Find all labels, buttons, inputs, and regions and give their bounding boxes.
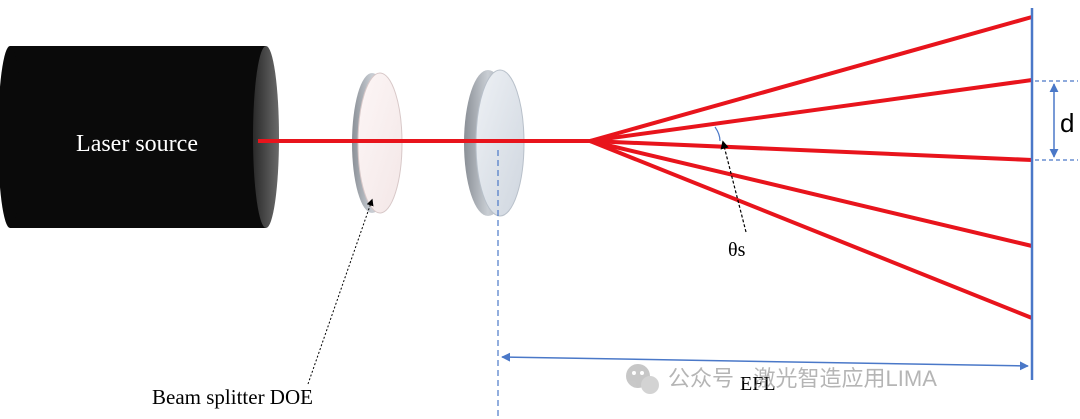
laser-source: Laser source bbox=[0, 46, 279, 228]
diffracted-beam bbox=[589, 15, 1033, 143]
angle-label: θs bbox=[728, 239, 746, 261]
angle-annotation: θs bbox=[714, 126, 747, 261]
spacing-label: d bbox=[1060, 108, 1074, 138]
diffracted-beam bbox=[589, 139, 1033, 162]
efl-dimension: EFL bbox=[497, 150, 1029, 416]
spacing-dimension: d bbox=[1035, 80, 1078, 161]
beam-splitter-label: Beam splitter DOE bbox=[152, 385, 313, 409]
watermark: 公众号 · 激光智造应用LIMA bbox=[626, 364, 937, 394]
beam-splitter-pointer bbox=[307, 198, 374, 385]
diffracted-beam bbox=[589, 139, 1033, 248]
laser-source-label: Laser source bbox=[76, 131, 198, 157]
efl-label: EFL bbox=[740, 373, 776, 395]
diffracted-beam bbox=[589, 78, 1033, 143]
diffracted-beam bbox=[589, 139, 1033, 320]
wechat-icon bbox=[626, 364, 659, 394]
diffracted-beams bbox=[589, 15, 1033, 320]
watermark-text: 公众号 · 激光智造应用LIMA bbox=[668, 366, 937, 391]
